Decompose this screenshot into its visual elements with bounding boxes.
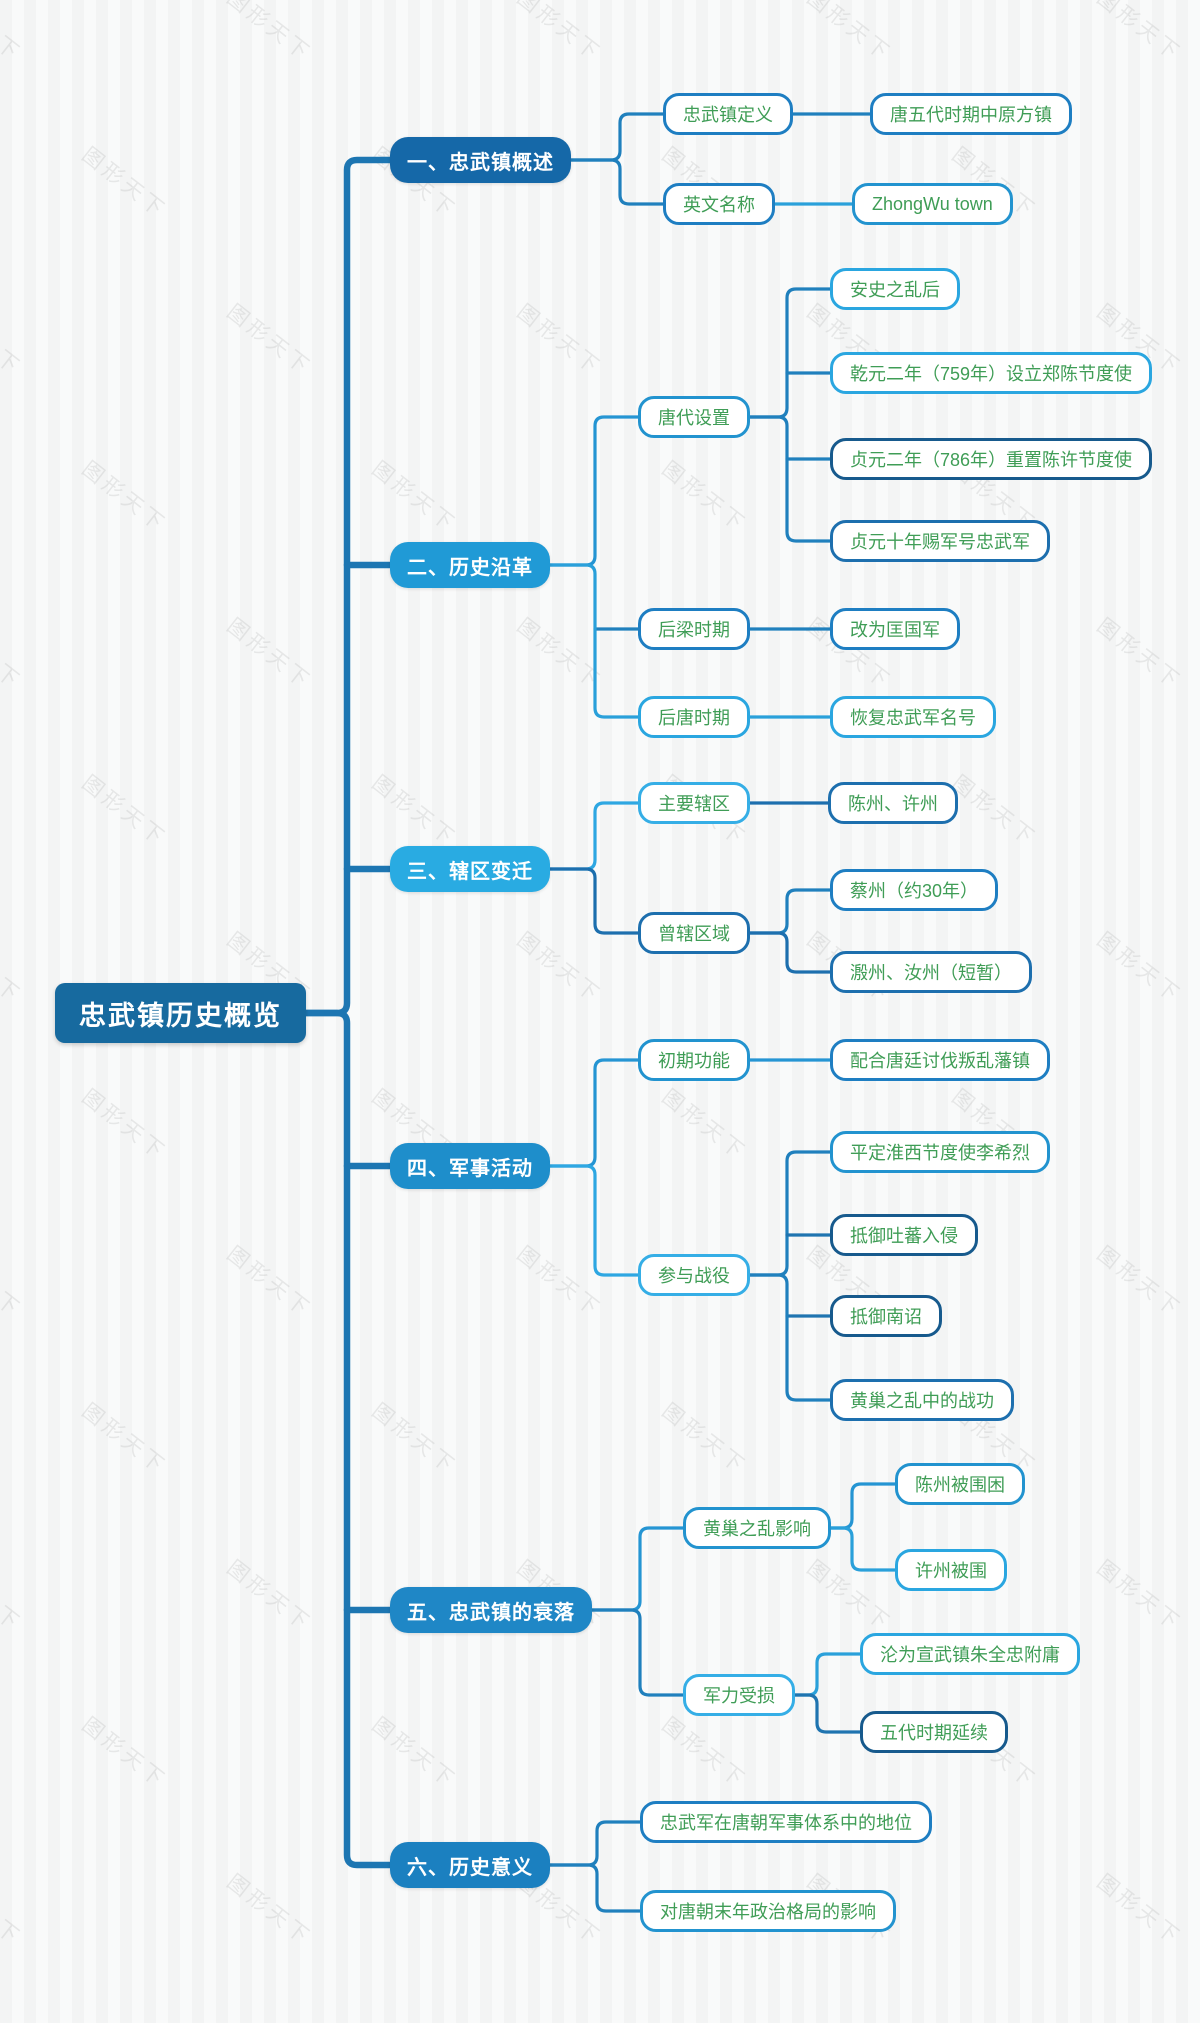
watermark-text: 图形天下 bbox=[0, 1870, 26, 1951]
watermark-text: 图形天下 bbox=[512, 0, 606, 67]
watermark-text: 图形天下 bbox=[77, 1399, 171, 1480]
watermark-text: 图形天下 bbox=[222, 1242, 316, 1323]
watermark-text: 图形天下 bbox=[1092, 1870, 1186, 1951]
watermark-text: 图形天下 bbox=[1092, 928, 1186, 1009]
node-l411[interactable]: 配合唐廷讨伐叛乱藩镇 bbox=[830, 1039, 1050, 1081]
watermark-text: 图形天下 bbox=[77, 143, 171, 224]
node-l421[interactable]: 平定淮西节度使李希烈 bbox=[830, 1131, 1050, 1173]
node-l321[interactable]: 蔡州（约30年） bbox=[830, 869, 999, 911]
node-l611[interactable]: 忠武军在唐朝军事体系中的地位 bbox=[640, 1801, 932, 1843]
node-l213[interactable]: 贞元二年（786年）重置陈许节度使 bbox=[830, 438, 1153, 480]
watermark-text: 图形天下 bbox=[512, 1242, 606, 1323]
node-l512[interactable]: 许州被围 bbox=[895, 1549, 1007, 1591]
watermark-text: 图形天下 bbox=[657, 1399, 751, 1480]
node-s32[interactable]: 曾辖区域 bbox=[638, 912, 750, 954]
node-l522[interactable]: 五代时期延续 bbox=[860, 1711, 1008, 1753]
watermark-text: 图形天下 bbox=[512, 300, 606, 381]
watermark-text: 图形天下 bbox=[0, 0, 26, 67]
node-s23[interactable]: 后唐时期 bbox=[638, 696, 750, 738]
watermark-text: 图形天下 bbox=[77, 771, 171, 852]
watermark-text: 图形天下 bbox=[0, 1242, 26, 1323]
watermark-text: 图形天下 bbox=[0, 614, 26, 695]
node-l121[interactable]: ZhongWu town bbox=[852, 183, 1013, 225]
watermark-text: 图形天下 bbox=[1092, 0, 1186, 67]
watermark-text: 图形天下 bbox=[222, 1556, 316, 1637]
watermark-text: 图形天下 bbox=[802, 1556, 896, 1637]
node-b6[interactable]: 六、历史意义 bbox=[390, 1842, 550, 1888]
node-l422[interactable]: 抵御吐蕃入侵 bbox=[830, 1214, 978, 1256]
node-l511[interactable]: 陈州被围困 bbox=[895, 1463, 1025, 1505]
node-s52[interactable]: 军力受损 bbox=[683, 1674, 795, 1716]
watermark-text: 图形天下 bbox=[367, 771, 461, 852]
watermark-text: 图形天下 bbox=[1092, 1556, 1186, 1637]
watermark-text: 图形天下 bbox=[657, 457, 751, 538]
watermark-text: 图形天下 bbox=[947, 771, 1041, 852]
node-s51[interactable]: 黄巢之乱影响 bbox=[683, 1507, 831, 1549]
node-root-topic[interactable]: 忠武镇历史概览 bbox=[55, 983, 306, 1043]
watermark-text: 图形天下 bbox=[0, 300, 26, 381]
watermark-text: 图形天下 bbox=[657, 1085, 751, 1166]
node-l214[interactable]: 贞元十年赐军号忠武军 bbox=[830, 520, 1050, 562]
node-l612[interactable]: 对唐朝末年政治格局的影响 bbox=[640, 1890, 896, 1932]
watermark-text: 图形天下 bbox=[802, 0, 896, 67]
node-s21[interactable]: 唐代设置 bbox=[638, 396, 750, 438]
node-l521[interactable]: 沦为宣武镇朱全忠附庸 bbox=[860, 1633, 1080, 1675]
node-s42[interactable]: 参与战役 bbox=[638, 1254, 750, 1296]
watermark-text: 图形天下 bbox=[222, 614, 316, 695]
node-b3[interactable]: 三、辖区变迁 bbox=[390, 846, 550, 892]
node-l111[interactable]: 唐五代时期中原方镇 bbox=[870, 93, 1072, 135]
node-s31[interactable]: 主要辖区 bbox=[638, 782, 750, 824]
watermark-text: 图形天下 bbox=[657, 1713, 751, 1794]
watermark-text: 图形天下 bbox=[367, 1399, 461, 1480]
watermark-text: 图形天下 bbox=[367, 457, 461, 538]
node-b4[interactable]: 四、军事活动 bbox=[390, 1143, 550, 1189]
watermark-text: 图形天下 bbox=[77, 1085, 171, 1166]
node-l423[interactable]: 抵御南诏 bbox=[830, 1295, 942, 1337]
node-l311[interactable]: 陈州、许州 bbox=[828, 782, 958, 824]
watermark-text: 图形天下 bbox=[222, 300, 316, 381]
node-b5[interactable]: 五、忠武镇的衰落 bbox=[390, 1587, 592, 1633]
node-b2[interactable]: 二、历史沿革 bbox=[390, 542, 550, 588]
watermark-text: 图形天下 bbox=[1092, 614, 1186, 695]
watermark-text: 图形天下 bbox=[0, 1556, 26, 1637]
node-b1[interactable]: 一、忠武镇概述 bbox=[390, 137, 571, 183]
node-l322[interactable]: 溵州、汝州（短暂） bbox=[830, 951, 1032, 993]
watermark-text: 图形天下 bbox=[367, 1713, 461, 1794]
watermark-text: 图形天下 bbox=[512, 928, 606, 1009]
node-l221[interactable]: 改为匡国军 bbox=[830, 608, 960, 650]
node-l211[interactable]: 安史之乱后 bbox=[830, 268, 960, 310]
node-l212[interactable]: 乾元二年（759年）设立郑陈节度使 bbox=[830, 352, 1153, 394]
watermark-text: 图形天下 bbox=[512, 614, 606, 695]
watermark-text: 图形天下 bbox=[1092, 1242, 1186, 1323]
node-s22[interactable]: 后梁时期 bbox=[638, 608, 750, 650]
node-l231[interactable]: 恢复忠武军名号 bbox=[830, 696, 996, 738]
node-s12[interactable]: 英文名称 bbox=[663, 183, 775, 225]
watermark-text: 图形天下 bbox=[77, 1713, 171, 1794]
node-l424[interactable]: 黄巢之乱中的战功 bbox=[830, 1379, 1014, 1421]
node-s41[interactable]: 初期功能 bbox=[638, 1039, 750, 1081]
watermark-text: 图形天下 bbox=[222, 1870, 316, 1951]
watermark-text: 图形天下 bbox=[0, 928, 26, 1009]
watermark-text: 图形天下 bbox=[77, 457, 171, 538]
node-s11[interactable]: 忠武镇定义 bbox=[663, 93, 793, 135]
watermark-text: 图形天下 bbox=[222, 0, 316, 67]
